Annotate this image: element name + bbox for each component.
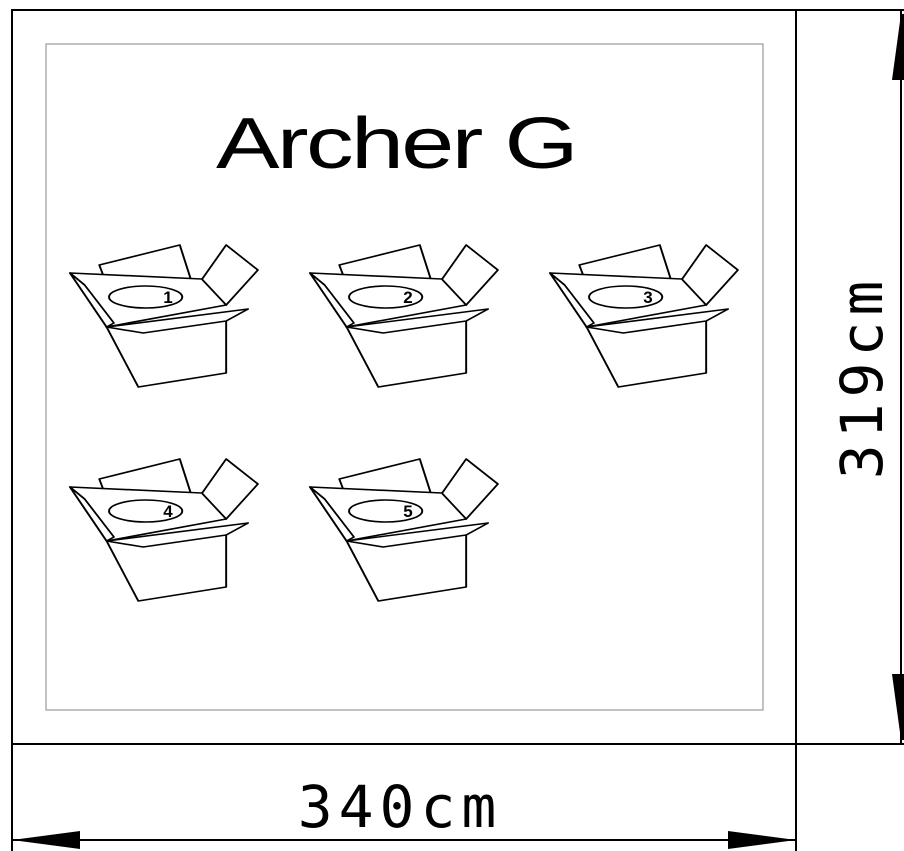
box-2 (309, 244, 499, 388)
box-1 (69, 244, 259, 388)
box-number-1: 1 (163, 288, 172, 307)
inner-panel (45, 43, 764, 711)
box-number-3: 3 (643, 288, 652, 307)
width-label: 340cm (298, 773, 503, 841)
height-label: 319cm (828, 275, 896, 480)
box-4 (69, 458, 259, 602)
pallet-title: Archer G (216, 104, 576, 184)
box-number-2: 2 (403, 288, 412, 307)
width-arrow-left (12, 831, 80, 849)
box-outline (309, 458, 499, 602)
box-outline (69, 458, 259, 602)
height-arrow-bottom (892, 674, 904, 740)
box-outline (549, 244, 739, 388)
width-arrow-right (728, 831, 796, 849)
outer-frame (11, 9, 797, 745)
box-outline (69, 244, 259, 388)
box-5 (309, 458, 499, 602)
box-outline (309, 244, 499, 388)
box-number-4: 4 (163, 502, 173, 521)
height-arrow-top (892, 14, 904, 80)
box-3 (549, 244, 739, 388)
box-number-5: 5 (403, 502, 412, 521)
